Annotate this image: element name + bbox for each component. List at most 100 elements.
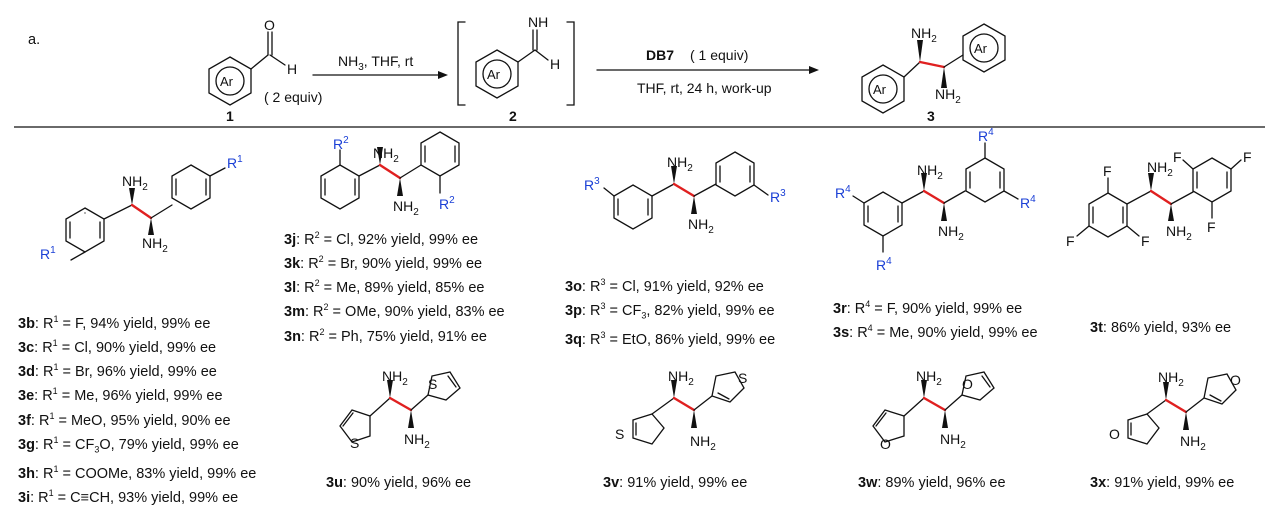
caption-list-3j-3n: 3j: R2 = Cl, 92% yield, 99% ee 3k: R2 = … <box>284 226 505 347</box>
svg-text:R4: R4 <box>1020 194 1036 211</box>
caption-3x: 3x: 91% yield, 99% ee <box>1090 475 1235 491</box>
structure-3w: O NH2 NH2 O <box>872 368 995 452</box>
svg-text:F: F <box>1103 163 1112 179</box>
svg-text:S: S <box>615 426 624 442</box>
caption-list-3b-3i: 3b: R1 = F, 94% yield, 99% ee 3c: R1 = C… <box>18 310 256 508</box>
svg-text:R3: R3 <box>584 176 600 193</box>
svg-text:H: H <box>550 56 560 72</box>
svg-text:F: F <box>1207 219 1216 235</box>
svg-text:( 1 equiv): ( 1 equiv) <box>690 47 748 63</box>
svg-text:NH2: NH2 <box>938 223 964 243</box>
caption-3h: 3h: R1 = COOMe, 83% yield, 99% ee <box>18 463 257 482</box>
caption-3b: 3b: R1 = F, 94% yield, 99% ee <box>18 314 211 332</box>
caption-3n: 3n: R2 = Ph, 75% yield, 91% ee <box>284 326 487 345</box>
svg-text:NH2: NH2 <box>382 368 408 388</box>
svg-text:O: O <box>264 17 275 33</box>
arrow-step-1: NH3, THF, rt <box>312 53 448 79</box>
svg-text:R2: R2 <box>439 195 455 212</box>
caption-list-3r-3s: 3r: R4 = F, 90% yield, 99% ee 3s: R4 = M… <box>833 295 1038 343</box>
structure-3r-3s: R4 R4 NH2 NH2 R4 R4 <box>835 127 1036 273</box>
panel-label: a. <box>28 32 40 48</box>
svg-text:R3: R3 <box>770 188 786 205</box>
caption-3j: 3j: R2 = Cl, 92% yield, 99% ee <box>284 230 479 248</box>
caption-3l: 3l: R2 = Me, 89% yield, 85% ee <box>284 278 485 297</box>
structure-3t: F F F NH2 NH2 F F F <box>1066 149 1252 249</box>
svg-text:F: F <box>1243 149 1252 165</box>
caption-list-3o-3q: 3o: R3 = Cl, 91% yield, 92% ee 3p: R3 = … <box>565 273 775 350</box>
svg-text:O: O <box>1109 426 1120 442</box>
svg-text:NH2: NH2 <box>1180 433 1206 453</box>
intermediate-imine: Ar NH H 2 <box>457 14 575 124</box>
svg-text:Ar: Ar <box>220 74 234 89</box>
svg-text:F: F <box>1173 149 1182 165</box>
svg-text:Ar: Ar <box>873 82 887 97</box>
caption-3w: 3w: 89% yield, 96% ee <box>858 475 1006 491</box>
structure-3b-3i: R1 NH2 NH2 R1 <box>40 154 243 262</box>
structure-3v: S NH2 NH2 S <box>615 368 747 453</box>
caption-3s: 3s: R4 = Me, 90% yield, 99% ee <box>833 323 1038 341</box>
svg-text:S: S <box>428 376 437 392</box>
svg-text:NH2: NH2 <box>122 173 148 193</box>
svg-text:R2: R2 <box>333 135 349 152</box>
svg-text:R4: R4 <box>978 127 994 144</box>
svg-text:R4: R4 <box>876 256 892 273</box>
svg-text:( 2 equiv): ( 2 equiv) <box>264 89 322 105</box>
svg-text:Ar: Ar <box>974 41 988 56</box>
svg-text:3: 3 <box>927 108 935 124</box>
caption-3c: 3c: R1 = Cl, 90% yield, 99% ee <box>18 338 217 356</box>
structure-3o-3q: R3 NH2 NH2 R3 <box>584 151 786 236</box>
caption-3v: 3v: 91% yield, 99% ee <box>603 475 748 491</box>
svg-text:NH2: NH2 <box>1166 223 1192 243</box>
structure-3j-3n: R2 NH2 NH2 R2 <box>320 131 460 218</box>
svg-text:DB7: DB7 <box>646 47 674 63</box>
svg-text:NH2: NH2 <box>404 431 430 451</box>
svg-text:R4: R4 <box>835 184 851 201</box>
svg-text:R1: R1 <box>40 245 56 262</box>
arrow-step-2: DB7 ( 1 equiv) THF, rt, 24 h, work-up <box>596 47 819 96</box>
svg-text:F: F <box>1141 233 1150 249</box>
reactant-benzaldehyde: Ar O H ( 2 equiv) 1 <box>208 17 322 124</box>
svg-text:2: 2 <box>509 108 517 124</box>
svg-text:NH2: NH2 <box>373 145 399 165</box>
caption-3t: 3t: 86% yield, 93% ee <box>1090 320 1232 336</box>
svg-text:O: O <box>1230 372 1241 388</box>
svg-text:R1: R1 <box>227 154 243 171</box>
svg-text:O: O <box>880 436 891 452</box>
svg-text:O: O <box>962 376 973 392</box>
structure-3x: O NH2 NH2 O <box>1109 369 1241 453</box>
caption-3o: 3o: R3 = Cl, 91% yield, 92% ee <box>565 277 764 295</box>
svg-text:NH2: NH2 <box>940 431 966 451</box>
caption-3e: 3e: R1 = Me, 96% yield, 99% ee <box>18 386 223 405</box>
svg-text:NH2: NH2 <box>935 86 961 106</box>
svg-text:THF, rt, 24 h, work-up: THF, rt, 24 h, work-up <box>637 80 772 96</box>
caption-3r: 3r: R4 = F, 90% yield, 99% ee <box>833 299 1023 317</box>
svg-text:NH2: NH2 <box>911 25 937 45</box>
svg-text:1: 1 <box>226 108 234 124</box>
svg-text:NH: NH <box>528 14 548 30</box>
caption-3u: 3u: 90% yield, 96% ee <box>326 475 472 491</box>
svg-text:NH2: NH2 <box>688 216 714 236</box>
caption-3d: 3d: R1 = Br, 96% yield, 99% ee <box>18 362 217 381</box>
svg-text:F: F <box>1066 233 1075 249</box>
caption-3f: 3f: R1 = MeO, 95% yield, 90% ee <box>18 410 231 429</box>
svg-text:NH2: NH2 <box>690 433 716 453</box>
svg-text:NH2: NH2 <box>668 368 694 388</box>
svg-text:NH2: NH2 <box>142 235 168 255</box>
svg-text:NH2: NH2 <box>667 154 693 174</box>
caption-3m: 3m: R2 = OMe, 90% yield, 83% ee <box>284 302 505 321</box>
caption-3p: 3p: R3 = CF3, 82% yield, 99% ee <box>565 301 775 321</box>
caption-3q: 3q: R3 = EtO, 86% yield, 99% ee <box>565 330 776 348</box>
svg-text:S: S <box>738 370 747 386</box>
svg-text:NH2: NH2 <box>1147 159 1173 179</box>
svg-text:H: H <box>287 61 297 77</box>
svg-text:NH2: NH2 <box>917 162 943 182</box>
svg-text:NH2: NH2 <box>393 198 419 218</box>
caption-3k: 3k: R2 = Br, 90% yield, 99% ee <box>284 254 483 272</box>
caption-3g: 3g: R1 = CF3O, 79% yield, 99% ee <box>18 434 239 455</box>
svg-text:Ar: Ar <box>487 67 501 82</box>
svg-text:NH2: NH2 <box>1158 369 1184 389</box>
svg-text:NH2: NH2 <box>916 368 942 388</box>
svg-text:S: S <box>350 435 359 451</box>
caption-3i: 3i: R1 = C≡CH, 93% yield, 99% ee <box>18 487 239 506</box>
